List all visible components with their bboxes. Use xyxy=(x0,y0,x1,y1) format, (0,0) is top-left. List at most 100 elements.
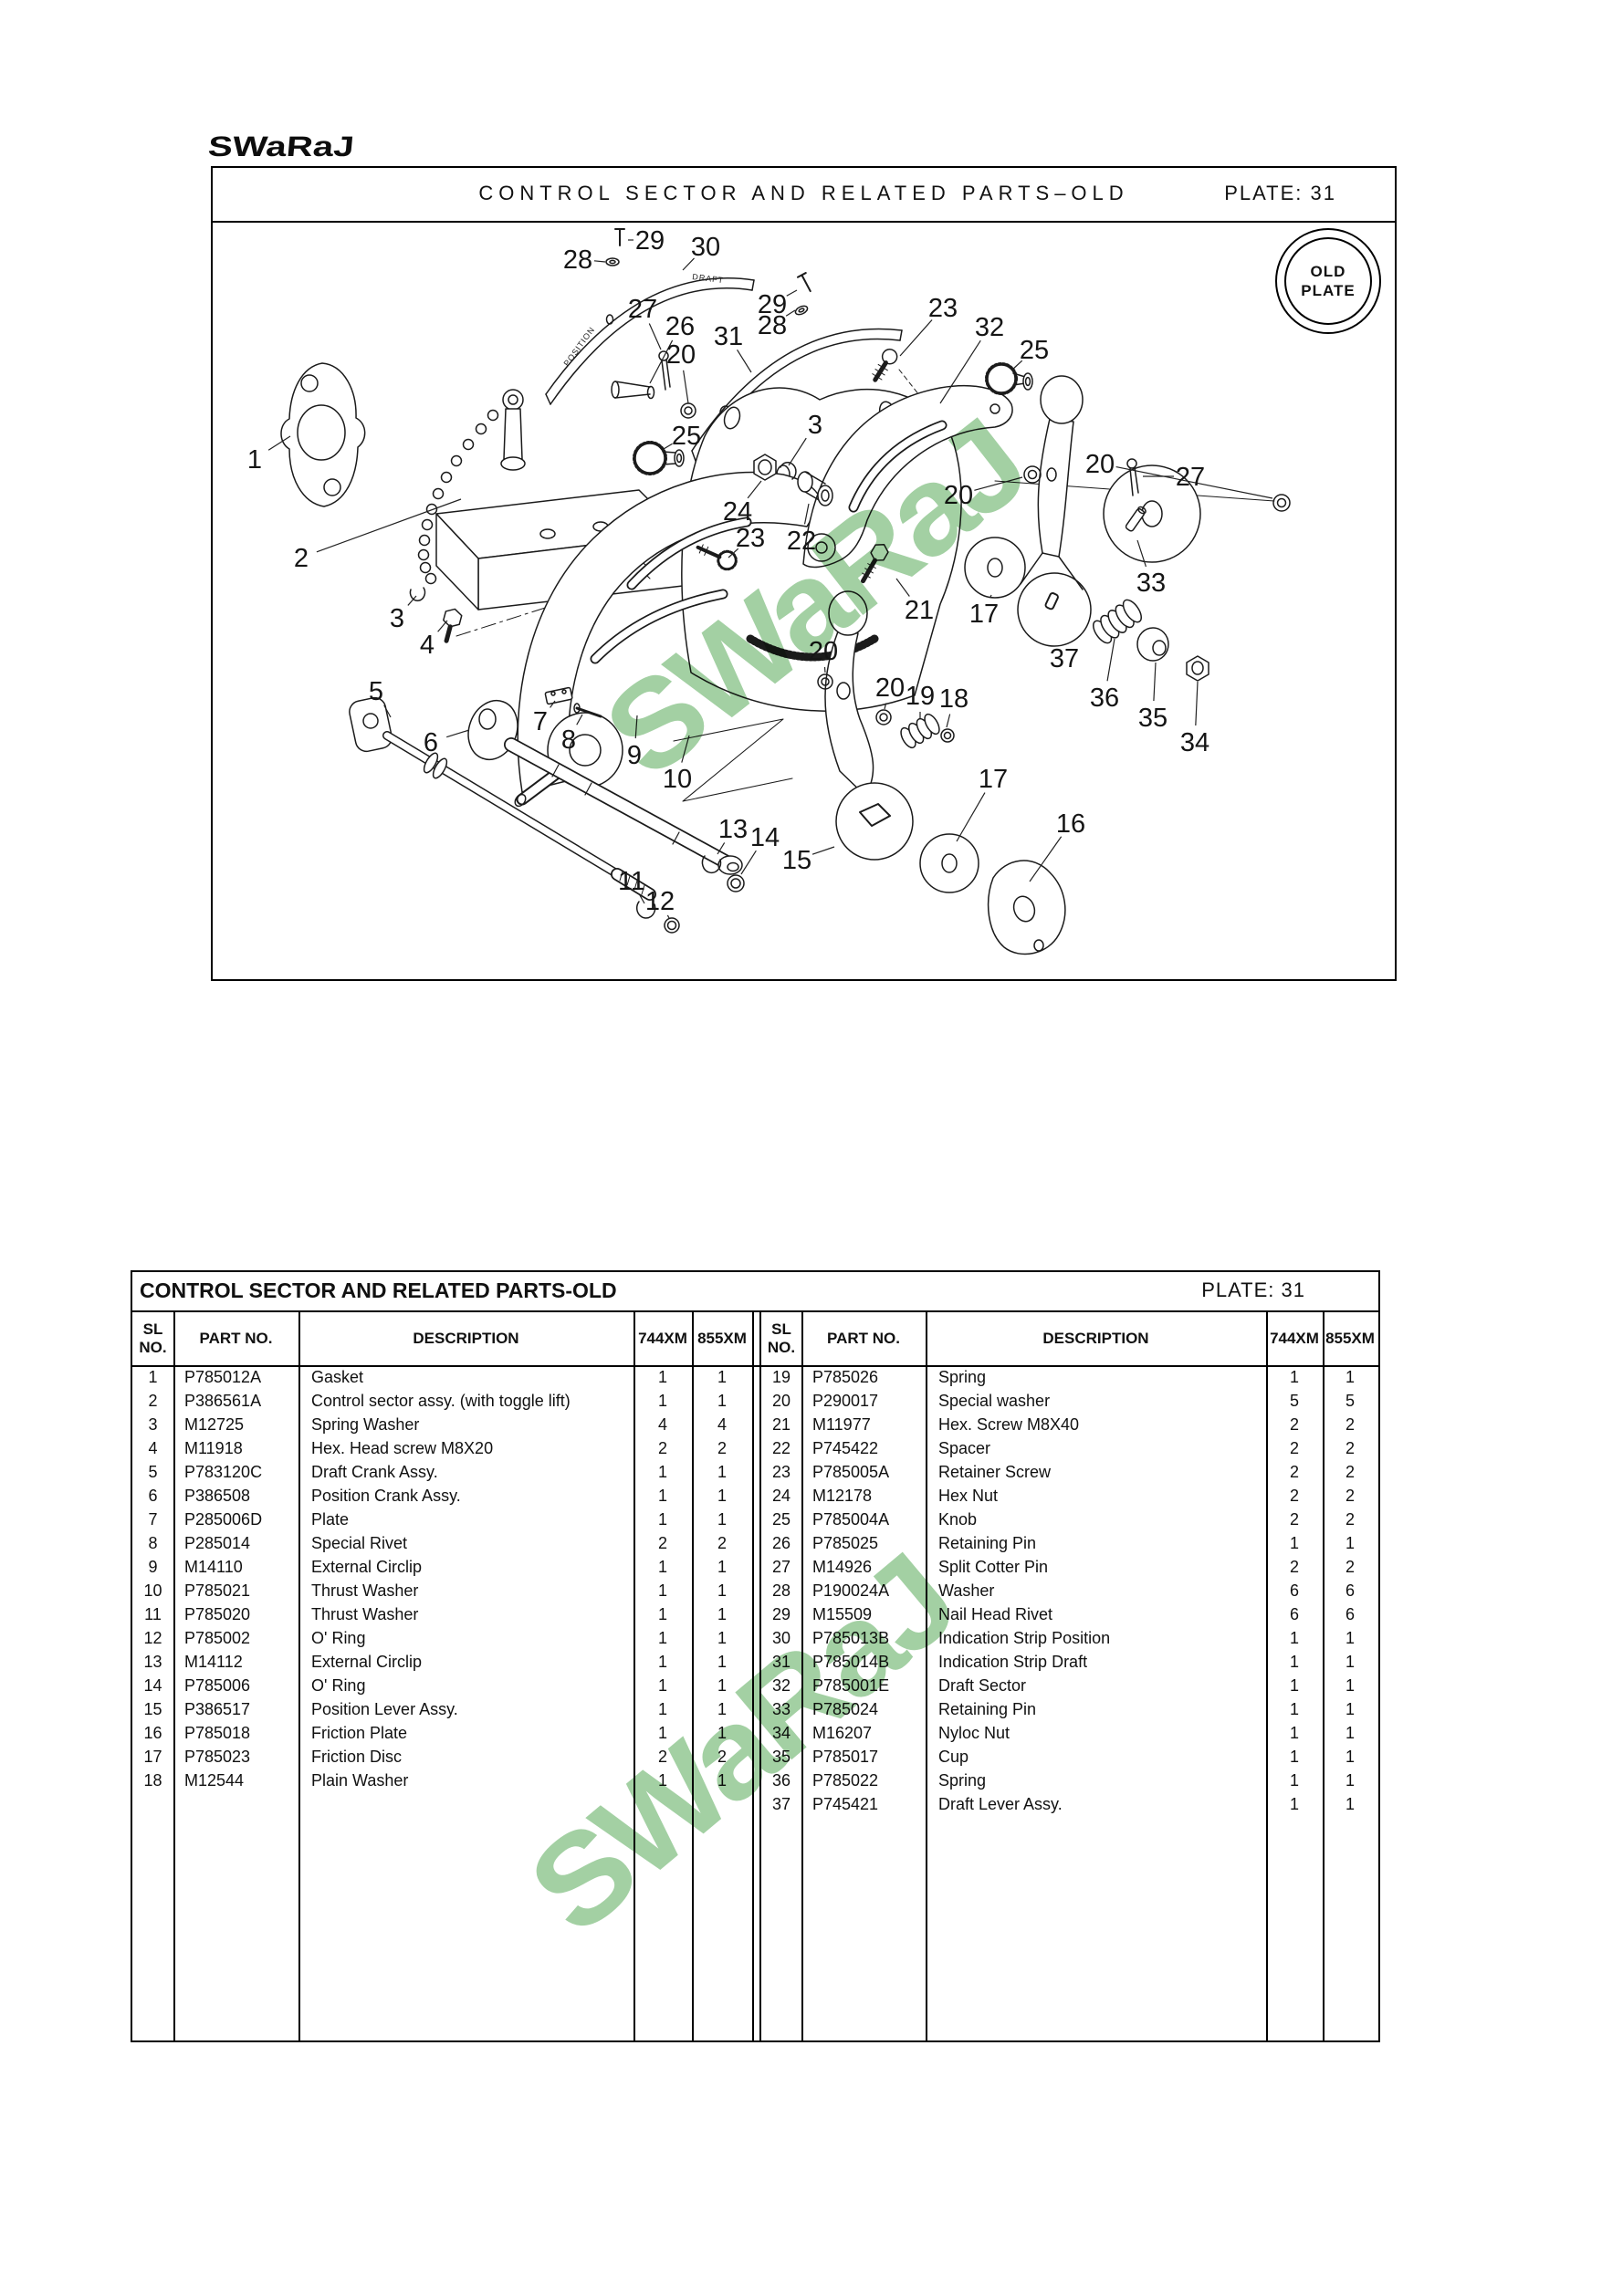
cell-part-no: P785001E xyxy=(812,1676,890,1695)
callout-leader xyxy=(1029,836,1063,882)
cell-qty-744xm: 6 xyxy=(1289,1605,1299,1623)
callout-leader xyxy=(1136,539,1147,568)
cell-part-no: P785021 xyxy=(184,1581,251,1600)
cell-qty-855xm: 1 xyxy=(1345,1534,1355,1552)
cell-part-no: P386517 xyxy=(184,1700,251,1718)
diagram-plate-label: PLATE: 31 xyxy=(1224,182,1336,204)
callout-leader xyxy=(728,548,739,558)
cell-part-no: P785017 xyxy=(812,1748,879,1766)
cell-qty-744xm: 1 xyxy=(657,1581,667,1600)
cell-description: Retaining Pin xyxy=(938,1700,1037,1718)
cell-sl-no: 6 xyxy=(148,1487,158,1505)
cell-qty-855xm: 1 xyxy=(717,1487,727,1505)
callout-label: 10 xyxy=(663,765,692,794)
callout-label: 22 xyxy=(787,527,816,556)
cell-qty-855xm: 4 xyxy=(717,1415,727,1434)
diagram-panel: CONTROL SECTOR AND RELATED PARTS–OLD PLA… xyxy=(211,166,1397,981)
cell-description: Control sector assy. (with toggle lift) xyxy=(311,1392,571,1410)
callout-leader xyxy=(785,309,796,317)
cell-part-no: P745421 xyxy=(812,1795,879,1813)
cell-description: External Circlip xyxy=(311,1558,423,1576)
column-rule xyxy=(298,1310,300,2040)
cell-qty-744xm: 2 xyxy=(1289,1558,1299,1576)
callout-leader xyxy=(446,729,470,738)
cell-sl-no: 32 xyxy=(771,1676,791,1695)
callout-leader xyxy=(747,480,762,499)
cell-part-no: P785005A xyxy=(812,1463,890,1481)
callout-label: 3 xyxy=(808,411,822,440)
cell-part-no: P785026 xyxy=(812,1368,879,1386)
callout-label: 20 xyxy=(944,481,973,510)
cell-qty-744xm: 1 xyxy=(657,1463,667,1481)
cell-part-no: M14110 xyxy=(184,1558,243,1576)
cell-part-no: P785006 xyxy=(184,1676,251,1695)
cell-sl-no: 29 xyxy=(771,1605,791,1623)
cell-sl-no: 19 xyxy=(771,1368,791,1386)
parts-table: CONTROL SECTOR AND RELATED PARTS-OLD PLA… xyxy=(131,1270,1380,2042)
callout-label: 12 xyxy=(645,887,675,916)
cell-description: External Circlip xyxy=(311,1653,423,1671)
cell-part-no: P785004A xyxy=(812,1510,890,1529)
callout-label: 26 xyxy=(665,312,695,341)
cell-qty-744xm: 1 xyxy=(1289,1700,1299,1718)
callout-leader xyxy=(593,260,606,263)
cell-qty-744xm: 1 xyxy=(1289,1724,1299,1742)
badge-line1: OLD xyxy=(1310,262,1346,280)
callout-label: 20 xyxy=(875,673,905,703)
callout-leader xyxy=(884,703,887,710)
cell-part-no: P785018 xyxy=(184,1724,251,1742)
callout-leader xyxy=(649,339,674,384)
cell-qty-855xm: 1 xyxy=(717,1392,727,1410)
cell-sl-no: 2 xyxy=(148,1392,158,1410)
callout-leader xyxy=(316,498,462,553)
cell-part-no: M12178 xyxy=(812,1487,873,1505)
cell-description: Spring xyxy=(938,1368,987,1386)
callout-leader xyxy=(634,715,638,739)
cell-description: Retaining Pin xyxy=(938,1534,1037,1552)
cell-qty-744xm: 2 xyxy=(1289,1487,1299,1505)
cell-qty-744xm: 1 xyxy=(657,1392,667,1410)
cell-description: Knob xyxy=(938,1510,978,1529)
diagram-title-row: CONTROL SECTOR AND RELATED PARTS–OLD PLA… xyxy=(213,168,1395,223)
cell-part-no: M12544 xyxy=(184,1771,245,1790)
cell-part-no: P386508 xyxy=(184,1487,251,1505)
column-header-description: DESCRIPTION xyxy=(413,1330,519,1348)
callout-leader xyxy=(639,894,645,904)
callout-leader xyxy=(1106,638,1115,682)
cell-qty-855xm: 1 xyxy=(1345,1724,1355,1742)
callout-label: 17 xyxy=(979,765,1008,794)
column-header-part-no-: PART NO. xyxy=(827,1330,900,1348)
callout-leader xyxy=(267,435,291,451)
cell-description: Friction Plate xyxy=(311,1724,408,1742)
cell-sl-no: 15 xyxy=(143,1700,162,1718)
callout-leader xyxy=(788,437,807,466)
cell-qty-744xm: 2 xyxy=(657,1748,667,1766)
cell-description: Friction Disc xyxy=(311,1748,403,1766)
column-rule xyxy=(759,1310,761,2040)
table-title-row: CONTROL SECTOR AND RELATED PARTS-OLD PLA… xyxy=(132,1272,1378,1312)
callout-leader xyxy=(786,289,798,297)
column-rule xyxy=(926,1310,927,2040)
callout-leader xyxy=(681,735,690,763)
cell-part-no: M14926 xyxy=(812,1558,873,1576)
cell-sl-no: 25 xyxy=(771,1510,791,1529)
callout-label: 23 xyxy=(736,524,765,553)
cell-part-no: P785014B xyxy=(812,1653,890,1671)
callout-label: 20 xyxy=(1085,450,1115,479)
cell-description: O' Ring xyxy=(311,1676,366,1695)
diagram-title: CONTROL SECTOR AND RELATED PARTS–OLD xyxy=(478,182,1129,204)
cell-description: O' Ring xyxy=(311,1629,366,1647)
exploded-parts-drawing: DRAFT POSITION 1228293027262031292823322… xyxy=(247,226,1291,955)
callout-label: 8 xyxy=(561,725,576,755)
cell-qty-855xm: 1 xyxy=(717,1463,727,1481)
callout-label: 19 xyxy=(906,682,935,711)
column-header-part-no-: PART NO. xyxy=(199,1330,273,1348)
cell-sl-no: 21 xyxy=(771,1415,791,1434)
cell-part-no: P785023 xyxy=(184,1748,251,1766)
